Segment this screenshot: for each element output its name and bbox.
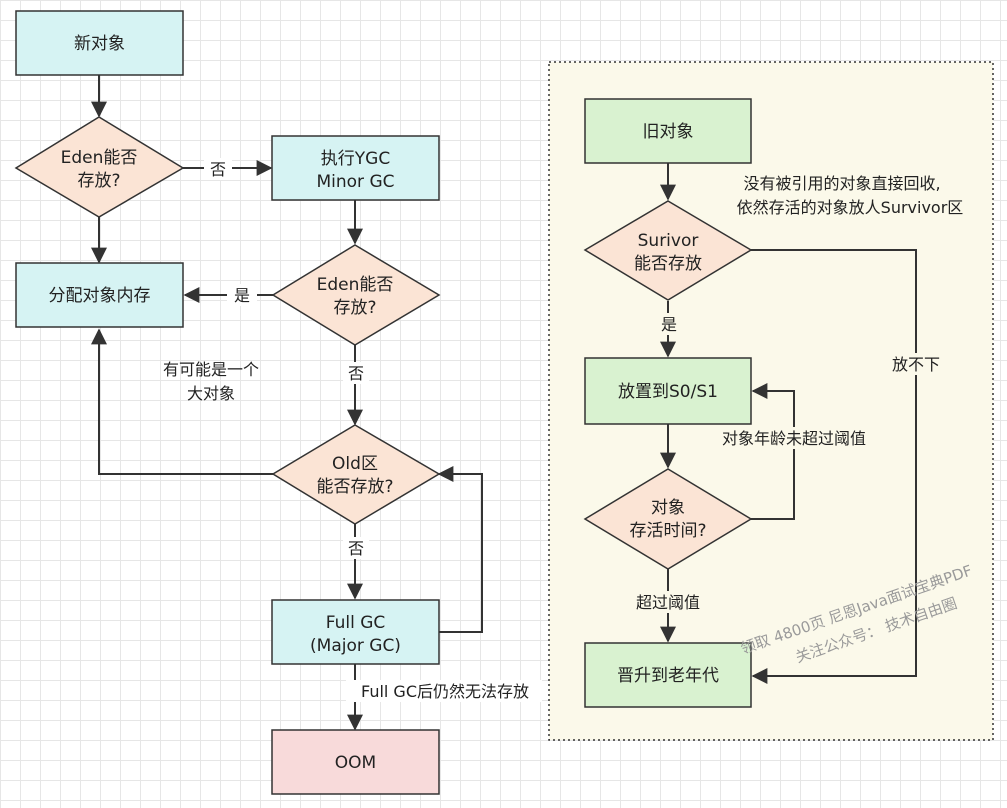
label-no-1: 否: [210, 160, 226, 179]
survivor-check-line1: Surivor: [638, 231, 699, 251]
eden-check-1-diamond: [14, 116, 185, 218]
arrow-old-to-allocate: [91, 328, 273, 475]
arrow-survivor-full-to-promote: [751, 249, 917, 684]
full-gc-line2: (Major GC): [310, 636, 401, 656]
note-age-not-exceeded: 对象年龄未超过阈值: [722, 429, 866, 448]
allocate-memory-label: 分配对象内存: [49, 286, 151, 306]
note-collect-line1: 没有被引用的对象直接回收,: [743, 174, 940, 193]
survivor-check-diamond: [583, 200, 753, 301]
oom-label: OOM: [335, 753, 376, 773]
note-large-object-line1: 有可能是一个: [163, 360, 259, 379]
promote-label: 晋升到老年代: [617, 666, 719, 686]
place-s0s1-label: 放置到S0/S1: [618, 382, 718, 402]
old-check-line2: 能否存放?: [316, 477, 393, 497]
promote-box: [584, 642, 752, 708]
left-connectors: [91, 75, 483, 731]
eden-check-1-line2: 存放?: [77, 171, 120, 191]
old-object-label: 旧对象: [643, 122, 694, 142]
new-object-box: [15, 10, 184, 76]
label-cannot-fit: 放不下: [892, 355, 940, 374]
old-object-box: [584, 98, 752, 164]
eden-check-2-line1: Eden能否: [317, 275, 394, 295]
eden-check-1-line1: Eden能否: [61, 148, 138, 168]
old-check-diamond: [271, 424, 441, 525]
new-object-label: 新对象: [74, 34, 125, 54]
eden-check-2-line2: 存放?: [333, 298, 376, 318]
full-gc-line1: Full GC: [326, 613, 386, 633]
old-check-line1: Old区: [332, 454, 378, 474]
execute-ygc-box: [271, 135, 440, 201]
execute-ygc-line2: Minor GC: [316, 172, 394, 192]
label-survivor-yes: 是: [661, 315, 677, 334]
place-s0s1-box: [584, 357, 752, 425]
allocate-memory-box: [15, 262, 184, 328]
survivor-check-line2: 能否存放: [634, 254, 702, 274]
label-yes-1: 是: [234, 286, 250, 305]
eden-check-2-diamond: [271, 244, 441, 346]
label-fullgc-fail: Full GC后仍然无法存放: [361, 682, 529, 701]
arrow-survive-check-to-place: [751, 383, 795, 520]
execute-ygc-line1: 执行YGC: [321, 149, 390, 169]
note-collect-line2: 依然存活的对象放人Survivor区: [737, 198, 964, 217]
label-no-2: 否: [348, 364, 364, 383]
right-connectors: [660, 163, 917, 684]
note-large-object-line2: 大对象: [187, 384, 235, 403]
survive-check-diamond: [583, 468, 753, 570]
survive-check-line1: 对象: [651, 498, 685, 518]
oom-box: [271, 729, 440, 795]
full-gc-box: [271, 599, 440, 665]
survive-check-line2: 存活时间?: [629, 521, 706, 541]
label-no-3: 否: [348, 539, 364, 558]
label-exceed-threshold: 超过阈值: [636, 593, 700, 612]
arrow-fullgc-to-old: [437, 466, 483, 633]
